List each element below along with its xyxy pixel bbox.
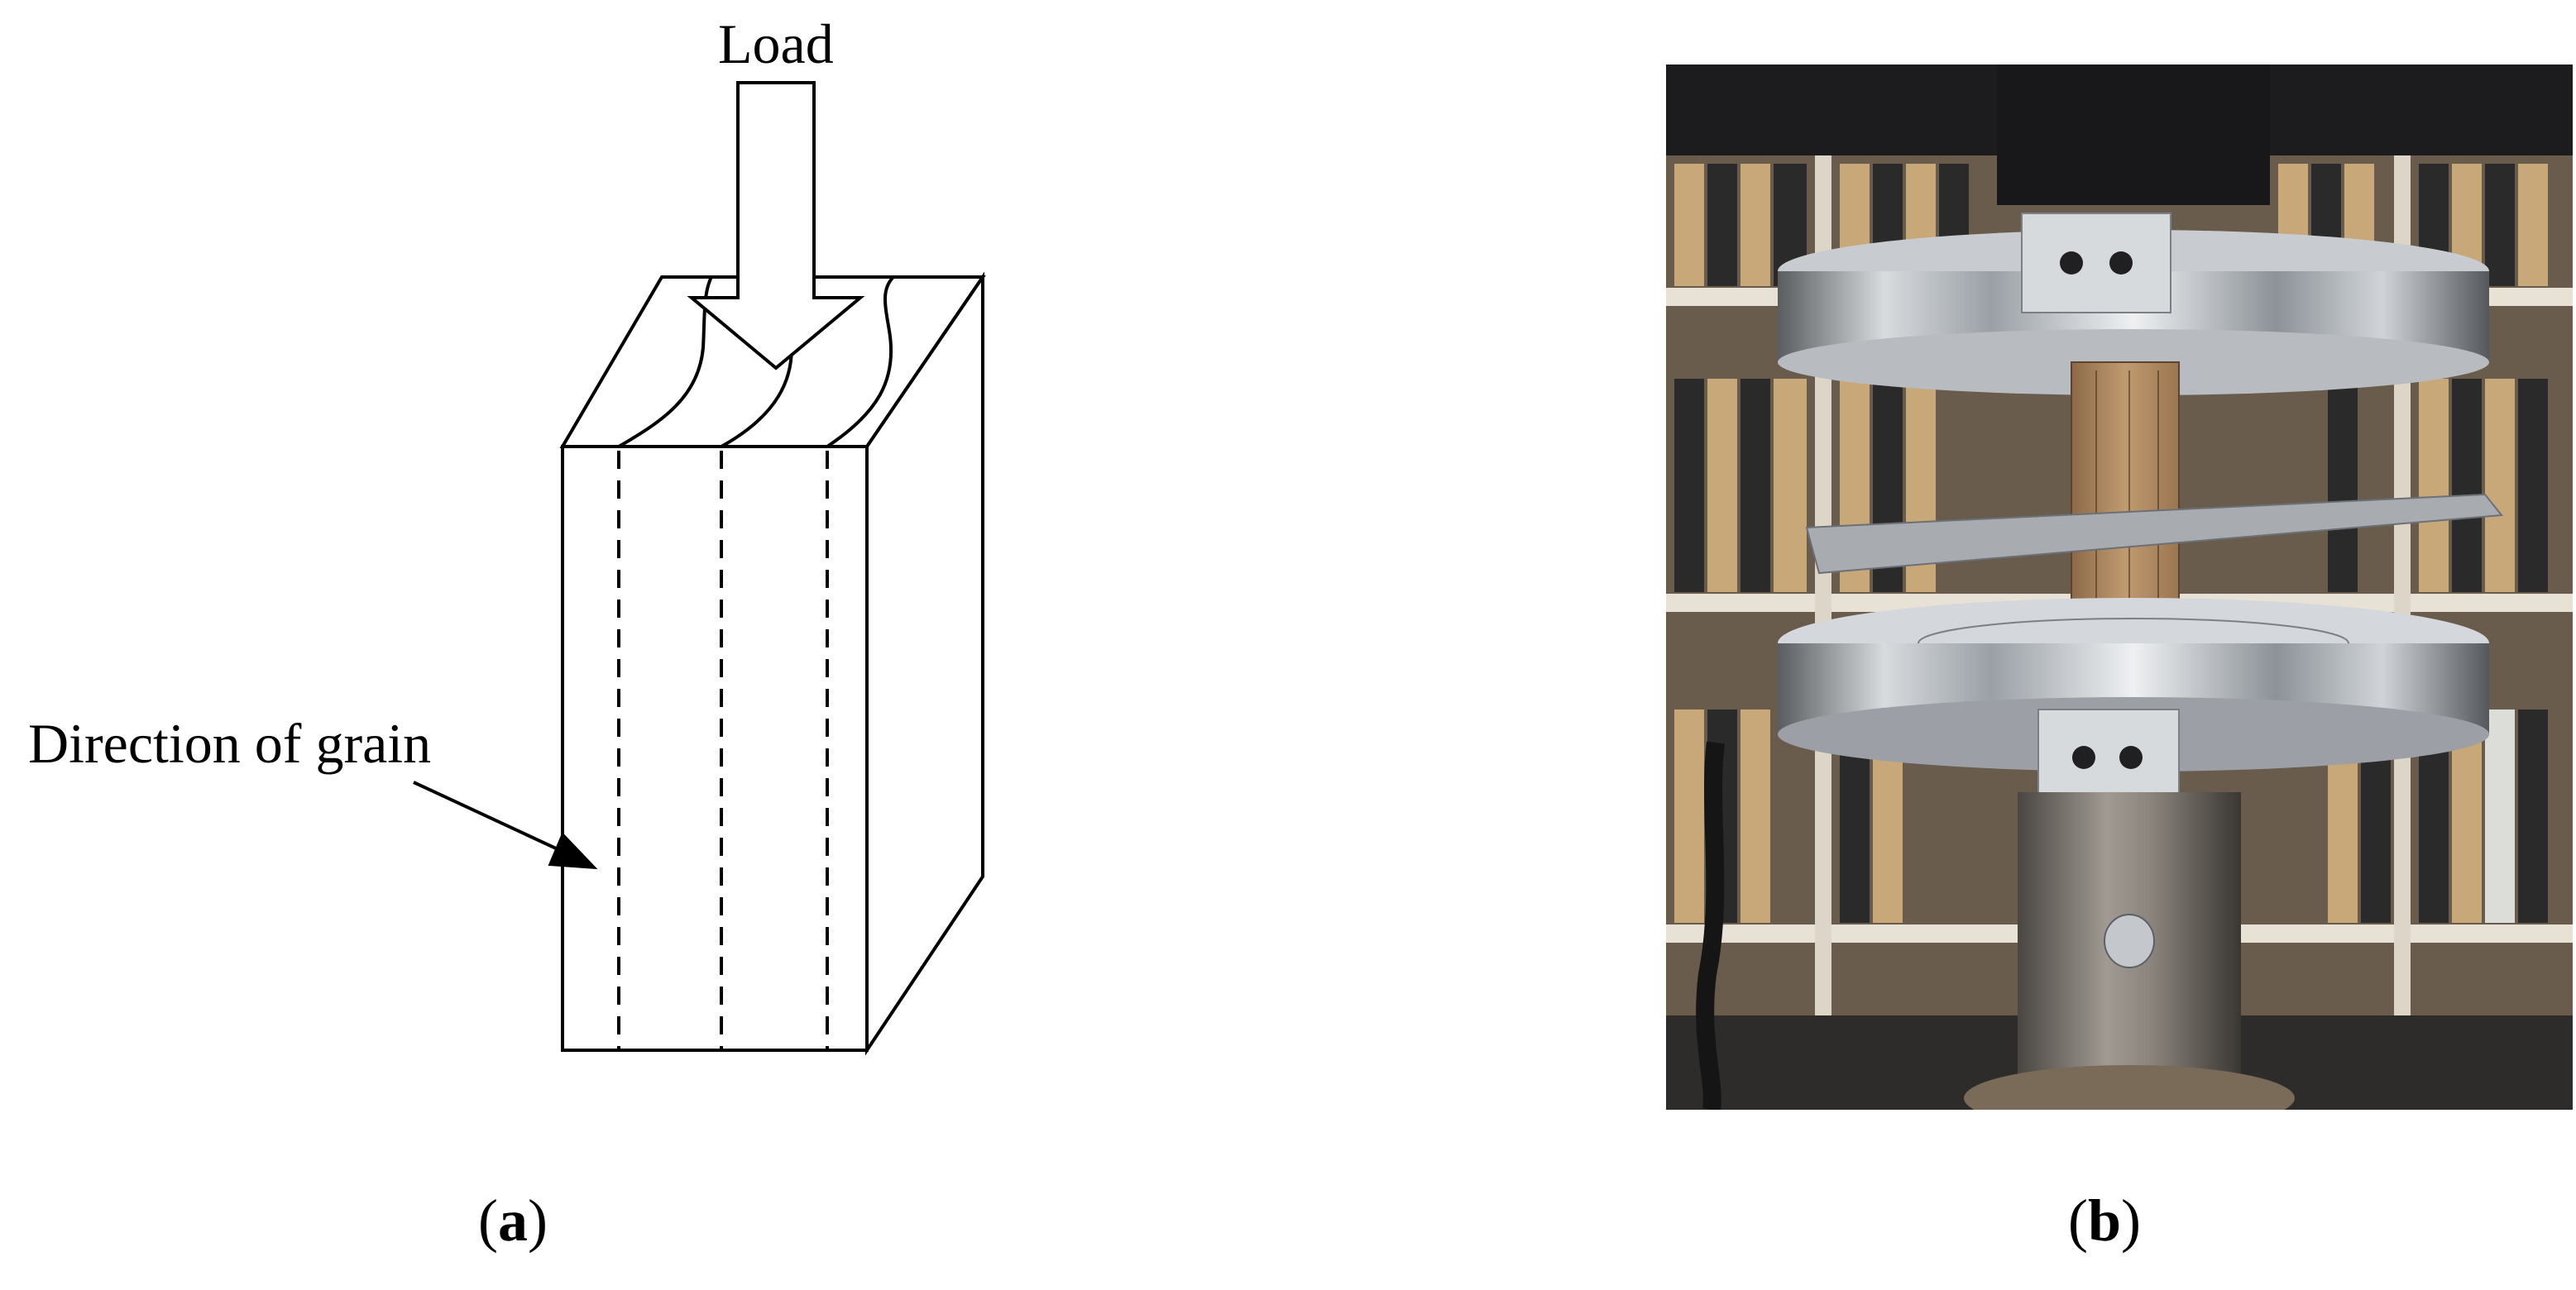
grain-direction-label: Direction of grain xyxy=(28,712,431,775)
growth-ring-3 xyxy=(826,275,895,448)
upper-platen-block xyxy=(2021,213,2171,313)
guard-bar xyxy=(1805,493,2503,575)
block-front-face xyxy=(561,445,869,1052)
test-setup-photo xyxy=(1666,64,2573,1110)
column-bolt xyxy=(2104,914,2155,968)
grain-pointer-head xyxy=(548,832,598,870)
cable xyxy=(1696,741,1725,1110)
specimen-diagram: Load Direction of grain xyxy=(28,12,986,1056)
caption-a: (a) xyxy=(478,1187,548,1254)
upper-crosshead xyxy=(1997,64,2270,205)
bolt-hole xyxy=(2060,251,2083,275)
wood-specimen xyxy=(2071,361,2180,624)
column-base xyxy=(1964,1065,2295,1110)
lower-platen-block xyxy=(2037,709,2180,805)
binders-row xyxy=(1674,379,2548,592)
caption-a-letter: a xyxy=(497,1187,528,1254)
grain-pointer-line xyxy=(413,781,567,855)
block-side-face xyxy=(865,271,984,1056)
caption-b-letter: b xyxy=(2087,1187,2122,1254)
bolt-hole xyxy=(2109,251,2133,275)
load-arrow xyxy=(687,81,865,370)
caption-b: (b) xyxy=(2068,1187,2142,1254)
bolt-hole xyxy=(2072,746,2095,769)
bolt-hole xyxy=(2119,746,2143,769)
load-label: Load xyxy=(718,12,834,75)
